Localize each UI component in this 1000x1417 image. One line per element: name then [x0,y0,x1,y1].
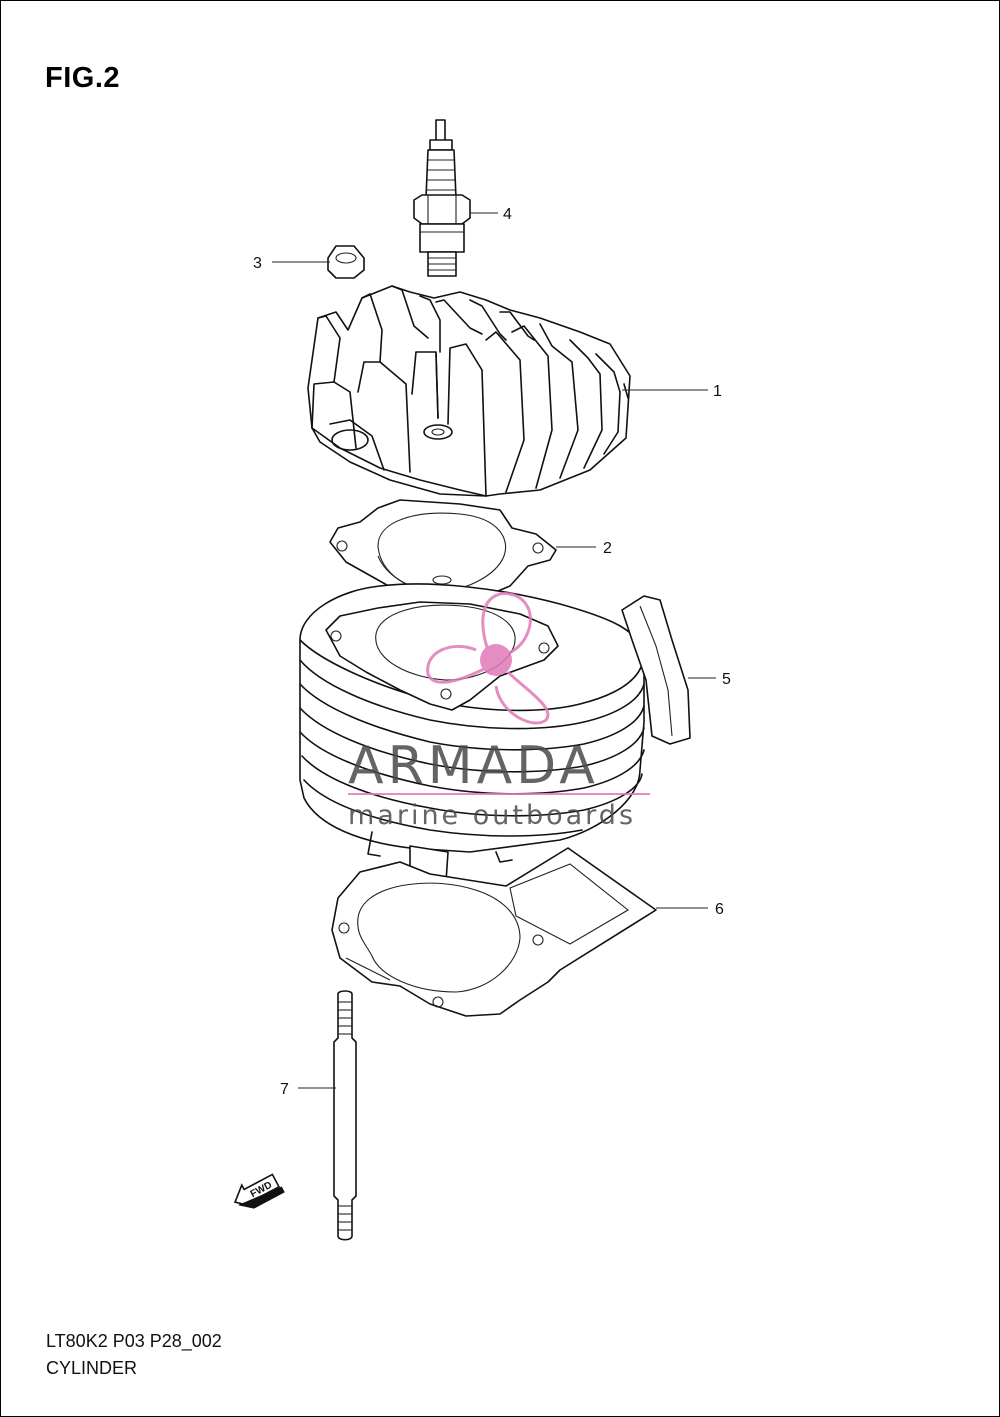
figure-code: LT80K2 P03 P28_002 [46,1331,222,1351]
stud-bolt [333,990,357,1241]
callout-5: 5 [722,671,731,688]
cylinder-head [307,285,631,497]
fwd-direction-arrow: FWD [233,1173,285,1209]
figure-name: CYLINDER [46,1358,138,1378]
spark-plug [413,119,471,277]
callout-3: 3 [253,255,262,272]
callout-7: 7 [280,1081,289,1098]
figure-title: FIG.2 [45,62,121,94]
cylinder [299,583,691,883]
watermark-tagline: marine outboards [348,800,636,831]
watermark-brand: ARMADA [348,736,599,796]
armada-watermark: ARMADA marine outboards [348,592,650,831]
propeller-logo-icon [426,592,550,725]
callout-4: 4 [503,206,512,223]
cylinder-head-nut [327,245,365,279]
callout-6: 6 [715,901,724,918]
callout-numbers: 1 2 3 4 5 6 7 [253,206,731,1098]
leader-lines [272,212,716,1089]
callout-2: 2 [603,540,612,557]
cylinder-base-gasket [331,847,657,1017]
callout-1: 1 [713,383,722,400]
